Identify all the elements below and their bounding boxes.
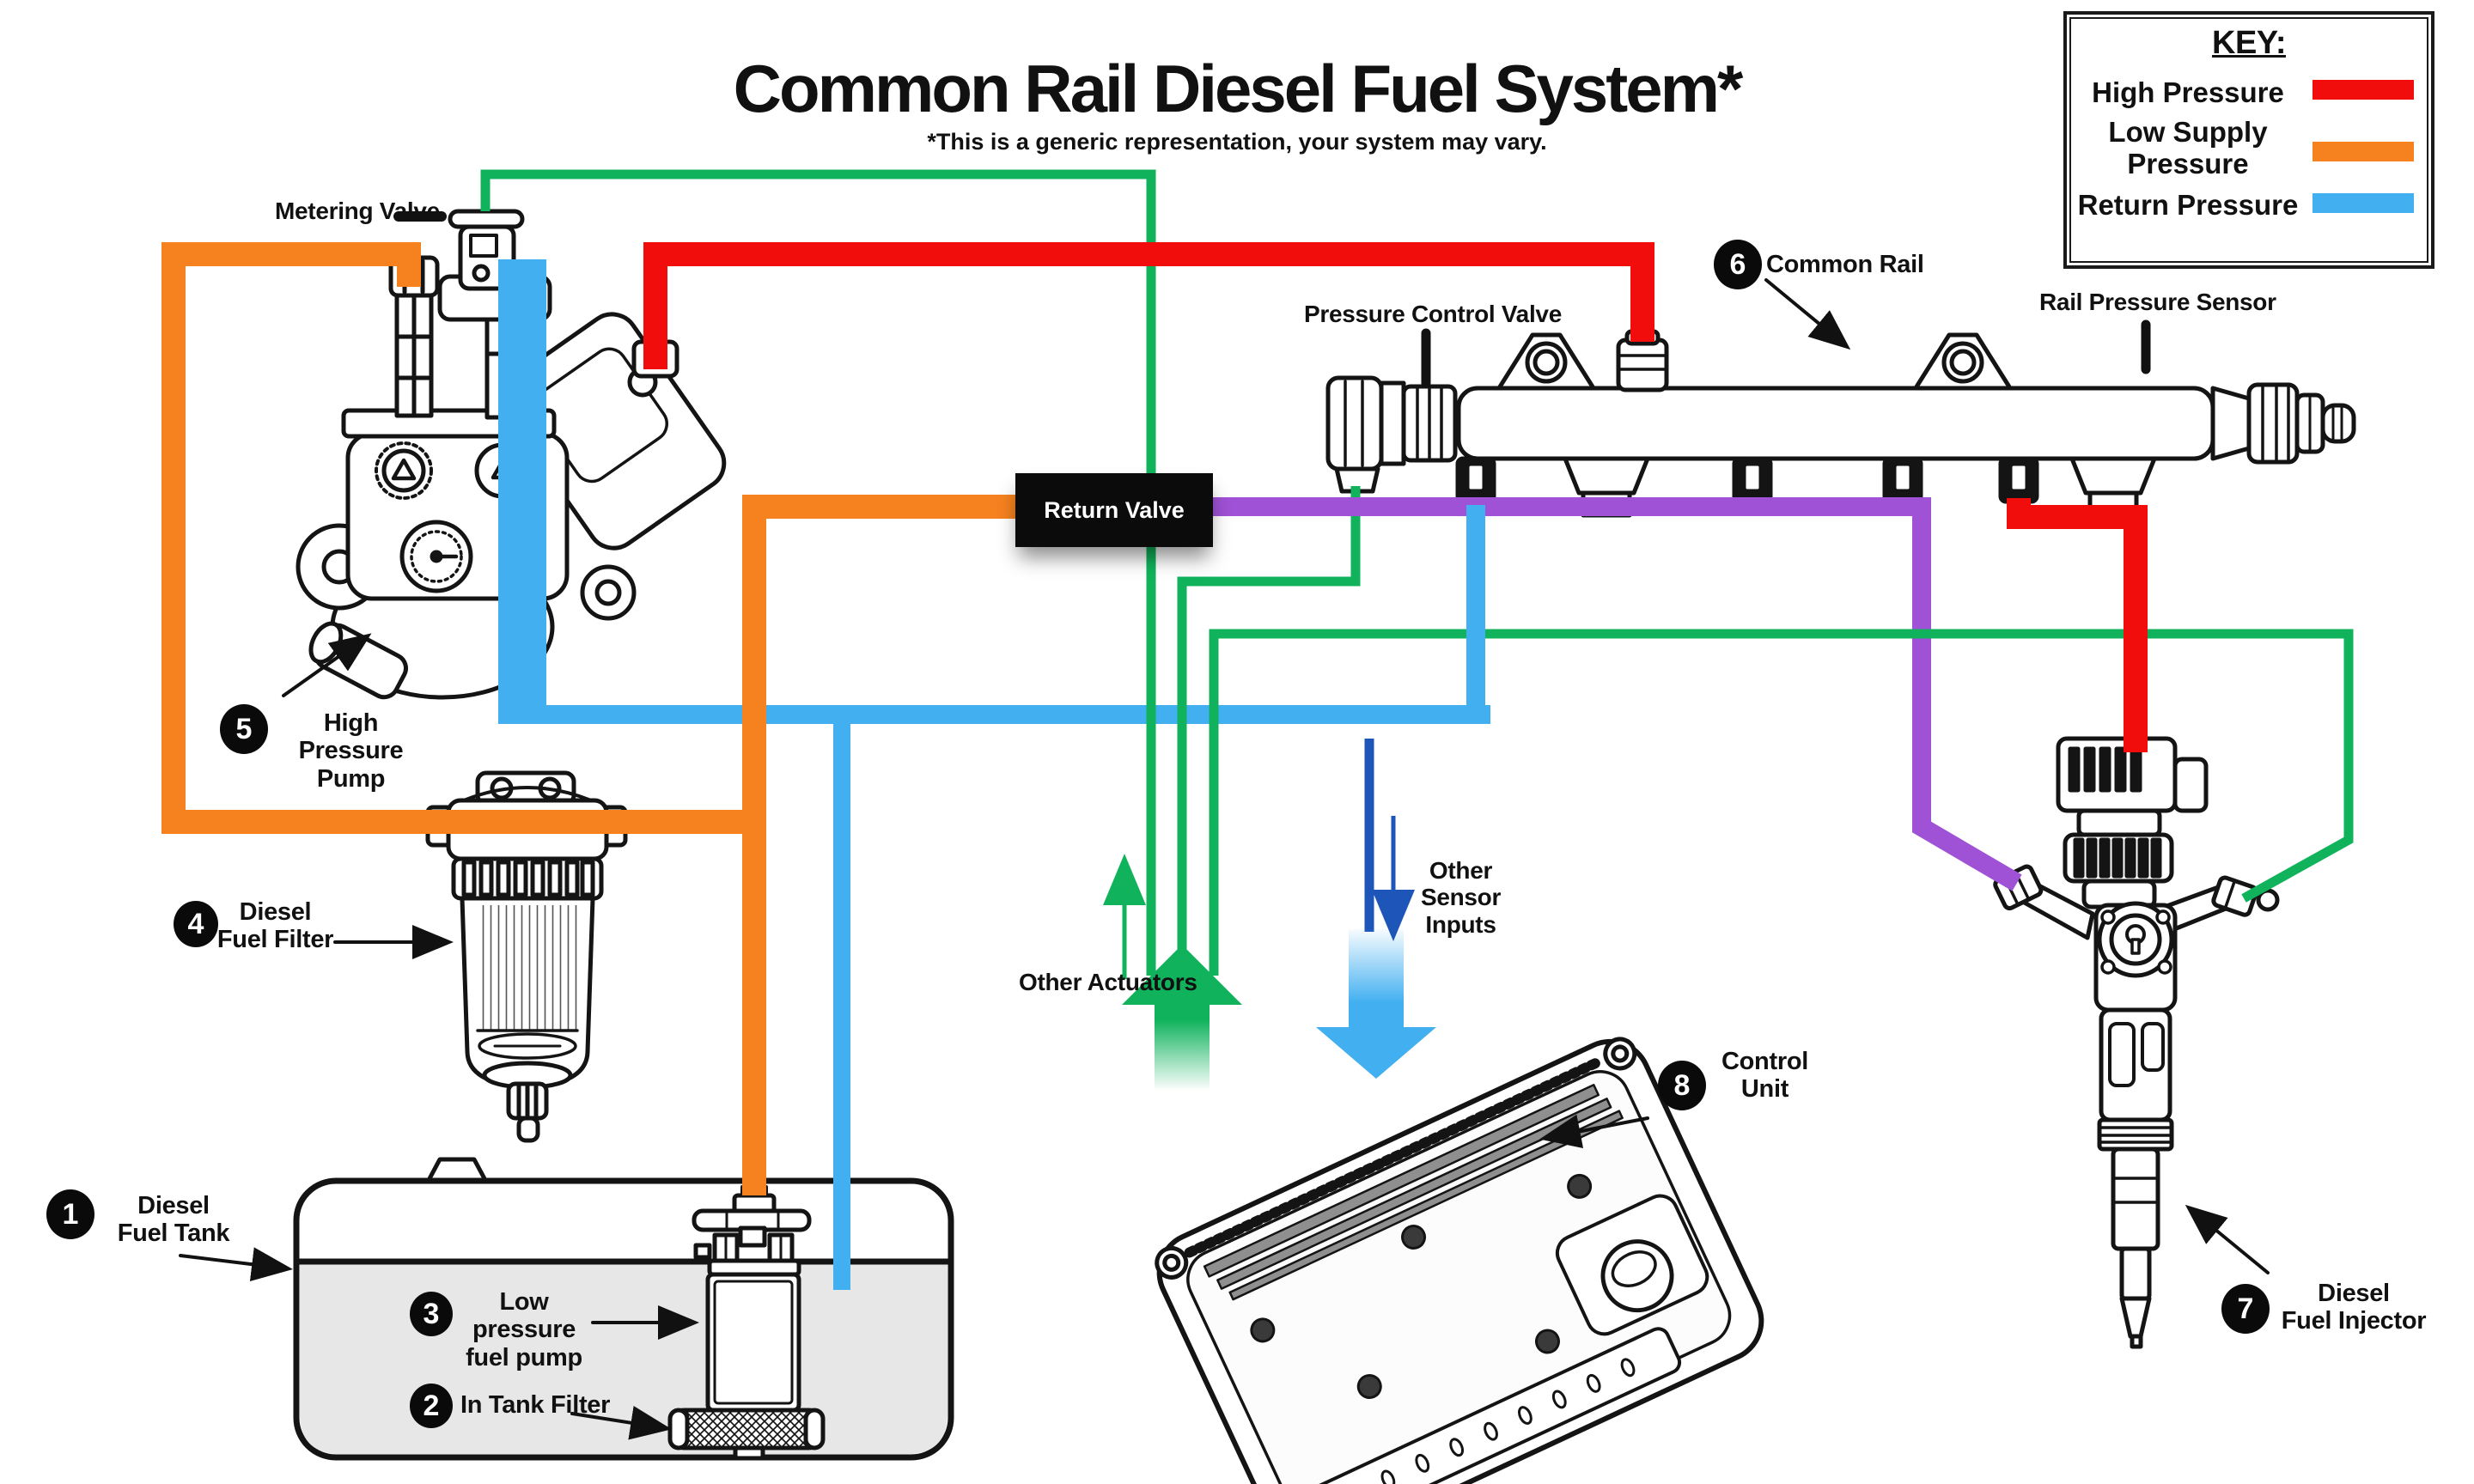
- key-swatch-high-pressure: [2313, 80, 2414, 100]
- pipe-green-metering-valve: [480, 169, 1156, 976]
- page-subtitle: *This is a generic representation, your …: [927, 129, 1547, 155]
- callout-badge-8: 8: [1658, 1061, 1706, 1110]
- pressure-control-valve-label: Pressure Control Valve: [1304, 301, 1562, 327]
- injector-callout-arrow: [2185, 1204, 2270, 1274]
- rail-pressure-sensor-label: Rail Pressure Sensor: [2039, 289, 2276, 315]
- key-swatch-return: [2313, 193, 2414, 213]
- control-unit-callout-arrow: [1539, 1114, 1649, 1148]
- callout-label-common-rail: Common Rail: [1766, 251, 1924, 278]
- sensor-inputs-big-arrow: [1316, 929, 1436, 1079]
- tank-callout-arrow: [179, 1247, 293, 1282]
- pipe-low-supply: [161, 242, 1022, 1195]
- fuel-injector-figure: [1993, 736, 2280, 1349]
- callout-badge-3: 3: [410, 1292, 453, 1336]
- key-swatch-low-supply: [2313, 142, 2414, 161]
- key-label-return: Return Pressure: [2077, 189, 2299, 221]
- pipe-purple-injector: [1207, 497, 2022, 891]
- common-rail-callout-arrow: [1764, 278, 1851, 350]
- other-actuators-label: Other Actuators: [1019, 969, 1197, 995]
- callout-label-intank-filter: In Tank Filter: [460, 1391, 611, 1419]
- high-pressure-pump-figure: [296, 209, 727, 700]
- callout-badge-7: 7: [2221, 1284, 2270, 1334]
- fuel-tank-figure: [293, 1157, 954, 1461]
- return-valve-box: Return Valve: [1015, 473, 1213, 547]
- common-rail-figure: [1325, 329, 2356, 518]
- intank-filter-callout-arrow: [570, 1406, 672, 1440]
- hp-pump-callout-arrow: [282, 633, 372, 697]
- pipe-green-pcv: [1177, 486, 1361, 952]
- control-unit-figure: [1155, 1037, 1764, 1484]
- callout-badge-1: 1: [46, 1189, 94, 1239]
- metering-valve-label: Metering Valve: [275, 198, 440, 224]
- pipe-green-injector: [1209, 629, 2354, 976]
- key-heading: KEY:: [2212, 25, 2286, 61]
- actuators-big-arrow: [1122, 945, 1242, 1089]
- callout-badge-5: 5: [220, 704, 268, 754]
- callout-badge-2: 2: [410, 1384, 453, 1428]
- callout-badge-4: 4: [174, 901, 218, 947]
- low-pressure-pump-figure: [667, 1185, 826, 1461]
- callout-badge-6: 6: [1714, 240, 1762, 289]
- page-title: Common Rail Diesel Fuel System*: [733, 51, 1744, 126]
- pipe-high-pressure: [643, 242, 2148, 752]
- pipe-return-pressure: [498, 259, 1490, 1290]
- key-label-high-pressure: High Pressure: [2092, 76, 2284, 108]
